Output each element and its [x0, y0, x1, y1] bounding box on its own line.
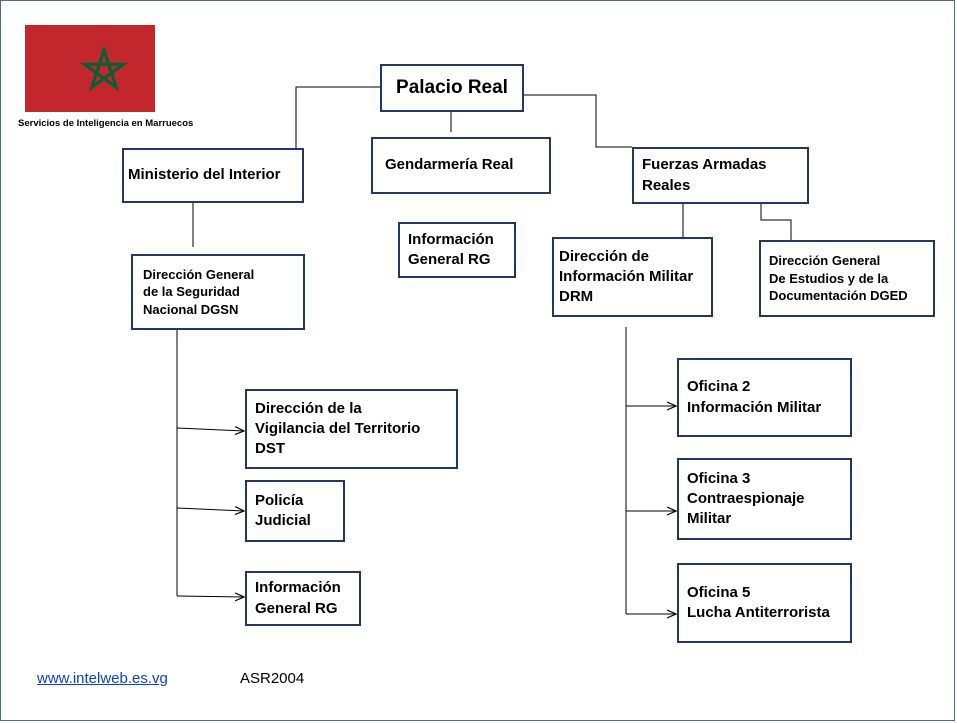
node-dgsn: Dirección General de la Seguridad Nacion…	[131, 254, 305, 330]
node-informacion-general-gendarmeria: Información General RG	[398, 222, 516, 278]
node-gendarmeria-real: Gendarmería Real	[371, 137, 551, 194]
node-drm: Dirección de Información Militar DRM	[552, 237, 713, 317]
diagram-caption: Servicios de Inteligencia en Marruecos	[18, 118, 194, 129]
footer-credit: ASR2004	[240, 670, 305, 687]
node-fuerzas-armadas: Fuerzas Armadas Reales	[632, 147, 809, 204]
node-policia-judicial: Policía Judicial	[245, 480, 345, 542]
arrow-icon-policia	[176, 508, 244, 511]
node-informacion-general-dgsn: Información General RG	[245, 571, 361, 626]
node-oficina-5: Oficina 5 Lucha Antiterrorista	[677, 563, 852, 643]
node-dged: Dirección General De Estudios y de la Do…	[759, 240, 935, 317]
arrow-icon-info-general	[176, 596, 244, 597]
arrow-icon-dst	[176, 428, 244, 431]
node-oficina-3: Oficina 3 Contraespionaje Militar	[677, 458, 852, 540]
node-palacio-real: Palacio Real	[380, 64, 524, 112]
node-oficina-2: Oficina 2 Información Militar	[677, 358, 852, 437]
connector-palacio-fuerzas	[524, 94, 632, 148]
morocco-flag-icon	[25, 25, 155, 112]
node-ministerio-interior: Ministerio del Interior	[122, 148, 304, 203]
pentagram-icon	[79, 45, 129, 92]
connector-palacio-ministerio	[295, 86, 380, 148]
node-dst: Dirección de la Vigilancia del Territori…	[245, 389, 458, 469]
footer-website-link[interactable]: www.intelweb.es.vg	[37, 670, 168, 687]
connector-fuerzas-dged	[760, 204, 792, 240]
